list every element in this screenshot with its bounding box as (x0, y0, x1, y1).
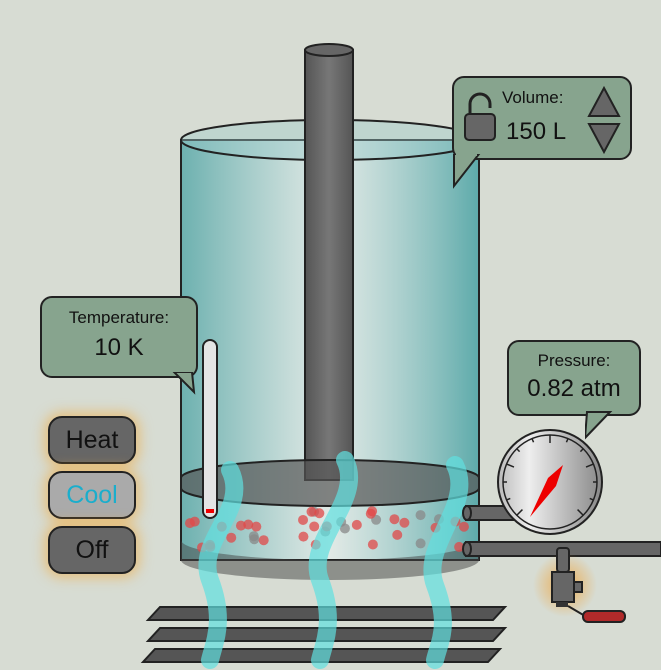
gas-particle (243, 519, 254, 530)
unlocked-padlock-icon[interactable] (462, 92, 502, 142)
off-button[interactable]: Off (48, 526, 136, 574)
gas-particle (415, 510, 426, 521)
thermometer (202, 339, 218, 519)
gauge-tick (516, 509, 523, 516)
gauge-tick (506, 463, 515, 468)
heat-button[interactable]: Heat (48, 416, 136, 464)
gas-particle (298, 514, 309, 525)
temperature-label: Temperature: (68, 308, 170, 327)
volume-decrease-button[interactable] (587, 123, 621, 154)
gauge-tick (516, 448, 521, 453)
gas-particle (365, 508, 376, 519)
gas-particle (298, 531, 309, 542)
volume-label: Volume: (502, 88, 564, 107)
gas-particle (458, 521, 469, 532)
gauge-tick (577, 509, 584, 516)
cool-button[interactable]: Cool (48, 471, 136, 519)
temperature-value: 10 K (94, 334, 144, 361)
gauge-tick (589, 497, 594, 501)
pressure-bubble-tail (585, 411, 613, 440)
volume-bubble-tail (453, 154, 481, 189)
volume-increase-button[interactable] (587, 85, 621, 117)
release-valve[interactable] (533, 547, 626, 623)
gas-particle (309, 521, 320, 532)
volume-panel: Volume: 150 L (452, 76, 632, 160)
temperature-bubble-tail (172, 372, 196, 395)
gas-particle (389, 514, 400, 525)
temperature-panel: Temperature: 10 K (40, 296, 198, 378)
gauge-tick (579, 448, 584, 453)
gas-particle (367, 539, 378, 550)
gas-particle (251, 521, 262, 532)
gauge-tick (585, 463, 594, 468)
cooling-flames-icon (198, 451, 469, 669)
gauge-tick (531, 438, 535, 443)
gas-particle (306, 506, 317, 517)
gas-particle (314, 508, 325, 519)
gas-particle (258, 535, 269, 546)
pressure-panel: Pressure: 0.82 atm (507, 340, 641, 416)
piston[interactable] (180, 43, 480, 507)
gauge-tick (565, 438, 569, 443)
pressure-gauge (497, 429, 603, 535)
gas-particle (454, 541, 465, 552)
gas-particle (226, 532, 237, 543)
gas-particle (351, 519, 362, 530)
gauge-tick (506, 497, 511, 501)
gas-particle (399, 517, 410, 528)
gas-particle (249, 534, 260, 545)
pressure-label: Pressure: (537, 351, 611, 370)
gas-particle (415, 538, 426, 549)
gas-particle (392, 529, 403, 540)
volume-value: 150 L (506, 118, 567, 145)
pressure-value: 0.82 atm (527, 375, 621, 402)
gas-particle (184, 518, 195, 529)
